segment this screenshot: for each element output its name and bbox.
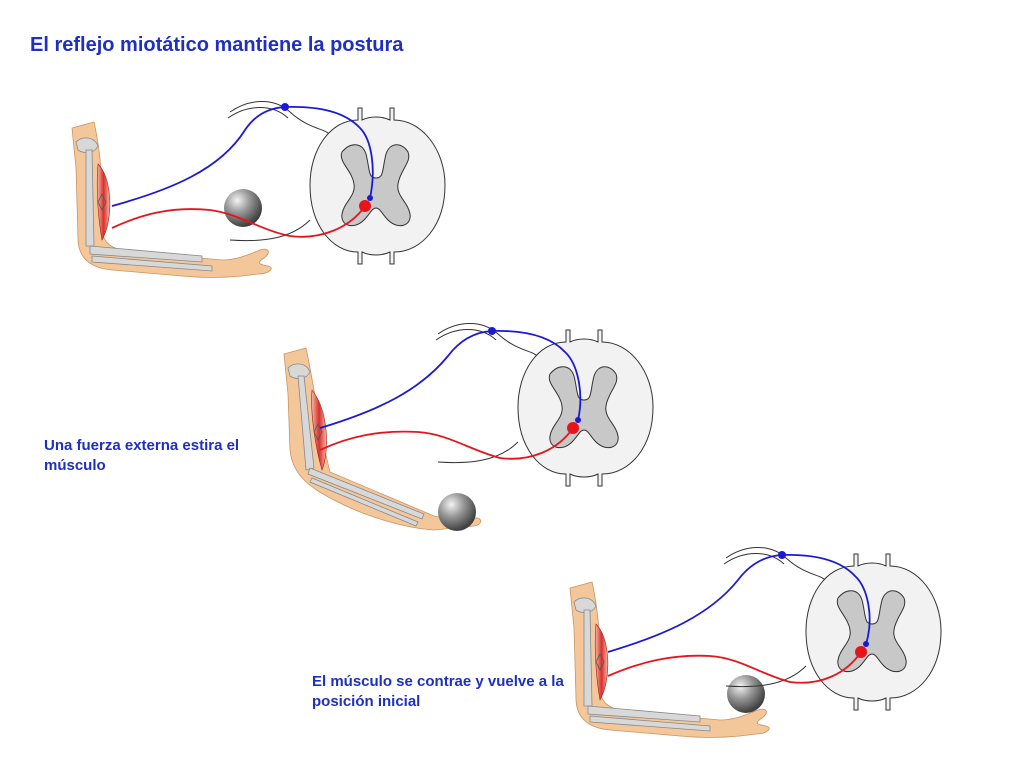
- motor-cell-body: [567, 422, 579, 434]
- ball: [224, 189, 262, 227]
- ball: [438, 493, 476, 531]
- page-title: El reflejo miotático mantiene la postura: [30, 34, 404, 56]
- motor-neuron: [607, 651, 862, 684]
- motor-neuron: [111, 205, 366, 238]
- sensory-cell-body: [488, 327, 496, 335]
- arm-bent: [569, 581, 770, 738]
- caption-external-stretch: Una fuerza externa estira el músculo: [44, 437, 240, 474]
- spinal-cord-cross-section: [227, 101, 446, 265]
- spinal-cord-cross-section: [723, 547, 942, 711]
- panel-initial-posture: [71, 101, 446, 278]
- ball: [727, 675, 765, 713]
- panel-external-stretch: [283, 323, 654, 531]
- sensory-cell-body: [778, 551, 786, 559]
- motor-neuron: [319, 427, 574, 460]
- caption-muscle-contracts: El músculo se contrae y vuelve a la posi…: [312, 673, 564, 710]
- spinal-cord-cross-section: [435, 323, 654, 487]
- sensory-cell-body: [281, 103, 289, 111]
- panel-muscle-contracts: [569, 547, 942, 738]
- motor-cell-body: [855, 646, 867, 658]
- motor-cell-body: [359, 200, 371, 212]
